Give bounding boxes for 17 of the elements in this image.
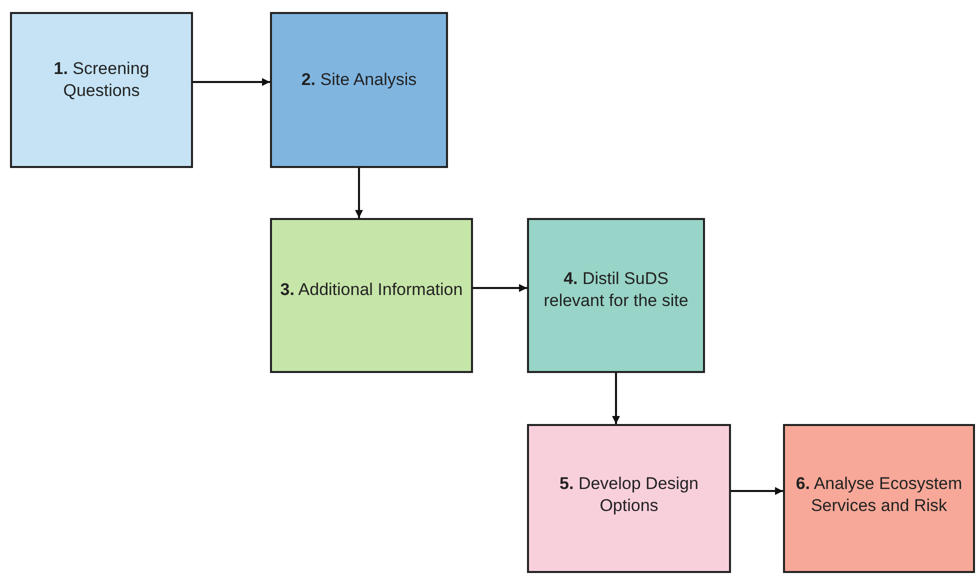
step-label: 6. Analyse Ecosystem Services and Risk: [794, 472, 964, 516]
arrow: [193, 78, 270, 86]
process-box: [527, 424, 731, 573]
arrow: [355, 168, 363, 218]
arrow: [612, 373, 620, 424]
step-label: 3. Additional Information: [279, 278, 464, 300]
process-box: [783, 424, 975, 573]
step-label: 1. Screening Questions: [52, 58, 150, 102]
process-box: [270, 12, 448, 168]
process-box: [270, 218, 473, 373]
step-label: 5. Develop Design Options: [558, 472, 700, 516]
arrow: [473, 284, 527, 292]
process-box: [10, 12, 193, 168]
arrow: [731, 487, 783, 495]
step-label: 4. Distil SuDS relevant for the site: [542, 268, 690, 312]
step-label: 2. Site Analysis: [300, 69, 418, 91]
process-box: [527, 218, 705, 373]
